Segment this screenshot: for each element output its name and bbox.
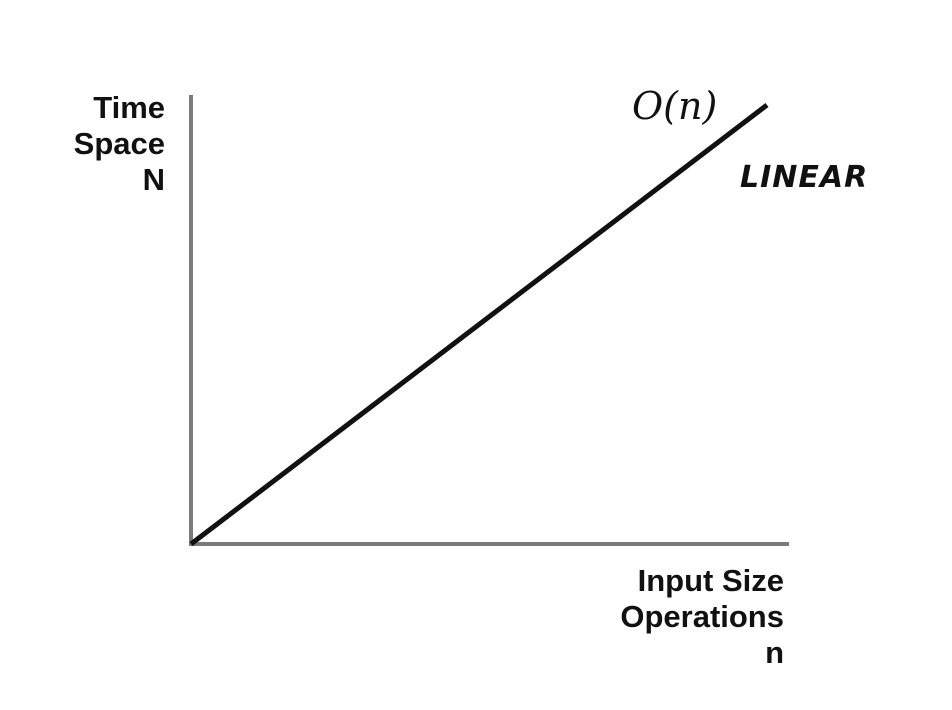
x-axis-label-line-2: Operations bbox=[620, 599, 784, 634]
series-layer bbox=[189, 103, 769, 546]
x-axis-label-line-1: Input Size bbox=[637, 563, 784, 598]
y-axis-label: Time Space N bbox=[74, 90, 165, 198]
x-axis-label-line-3: n bbox=[765, 635, 784, 670]
series-label-linear: LINEAR bbox=[740, 160, 869, 195]
y-axis-label-line-1: Time bbox=[93, 90, 165, 125]
series-line-linear bbox=[189, 103, 769, 546]
x-axis-label: Input Size Operations n bbox=[620, 563, 784, 671]
y-axis-label-line-3: N bbox=[142, 162, 165, 197]
y-axis-label-line-2: Space bbox=[73, 126, 165, 161]
complexity-annotation: O(n) bbox=[632, 84, 718, 128]
